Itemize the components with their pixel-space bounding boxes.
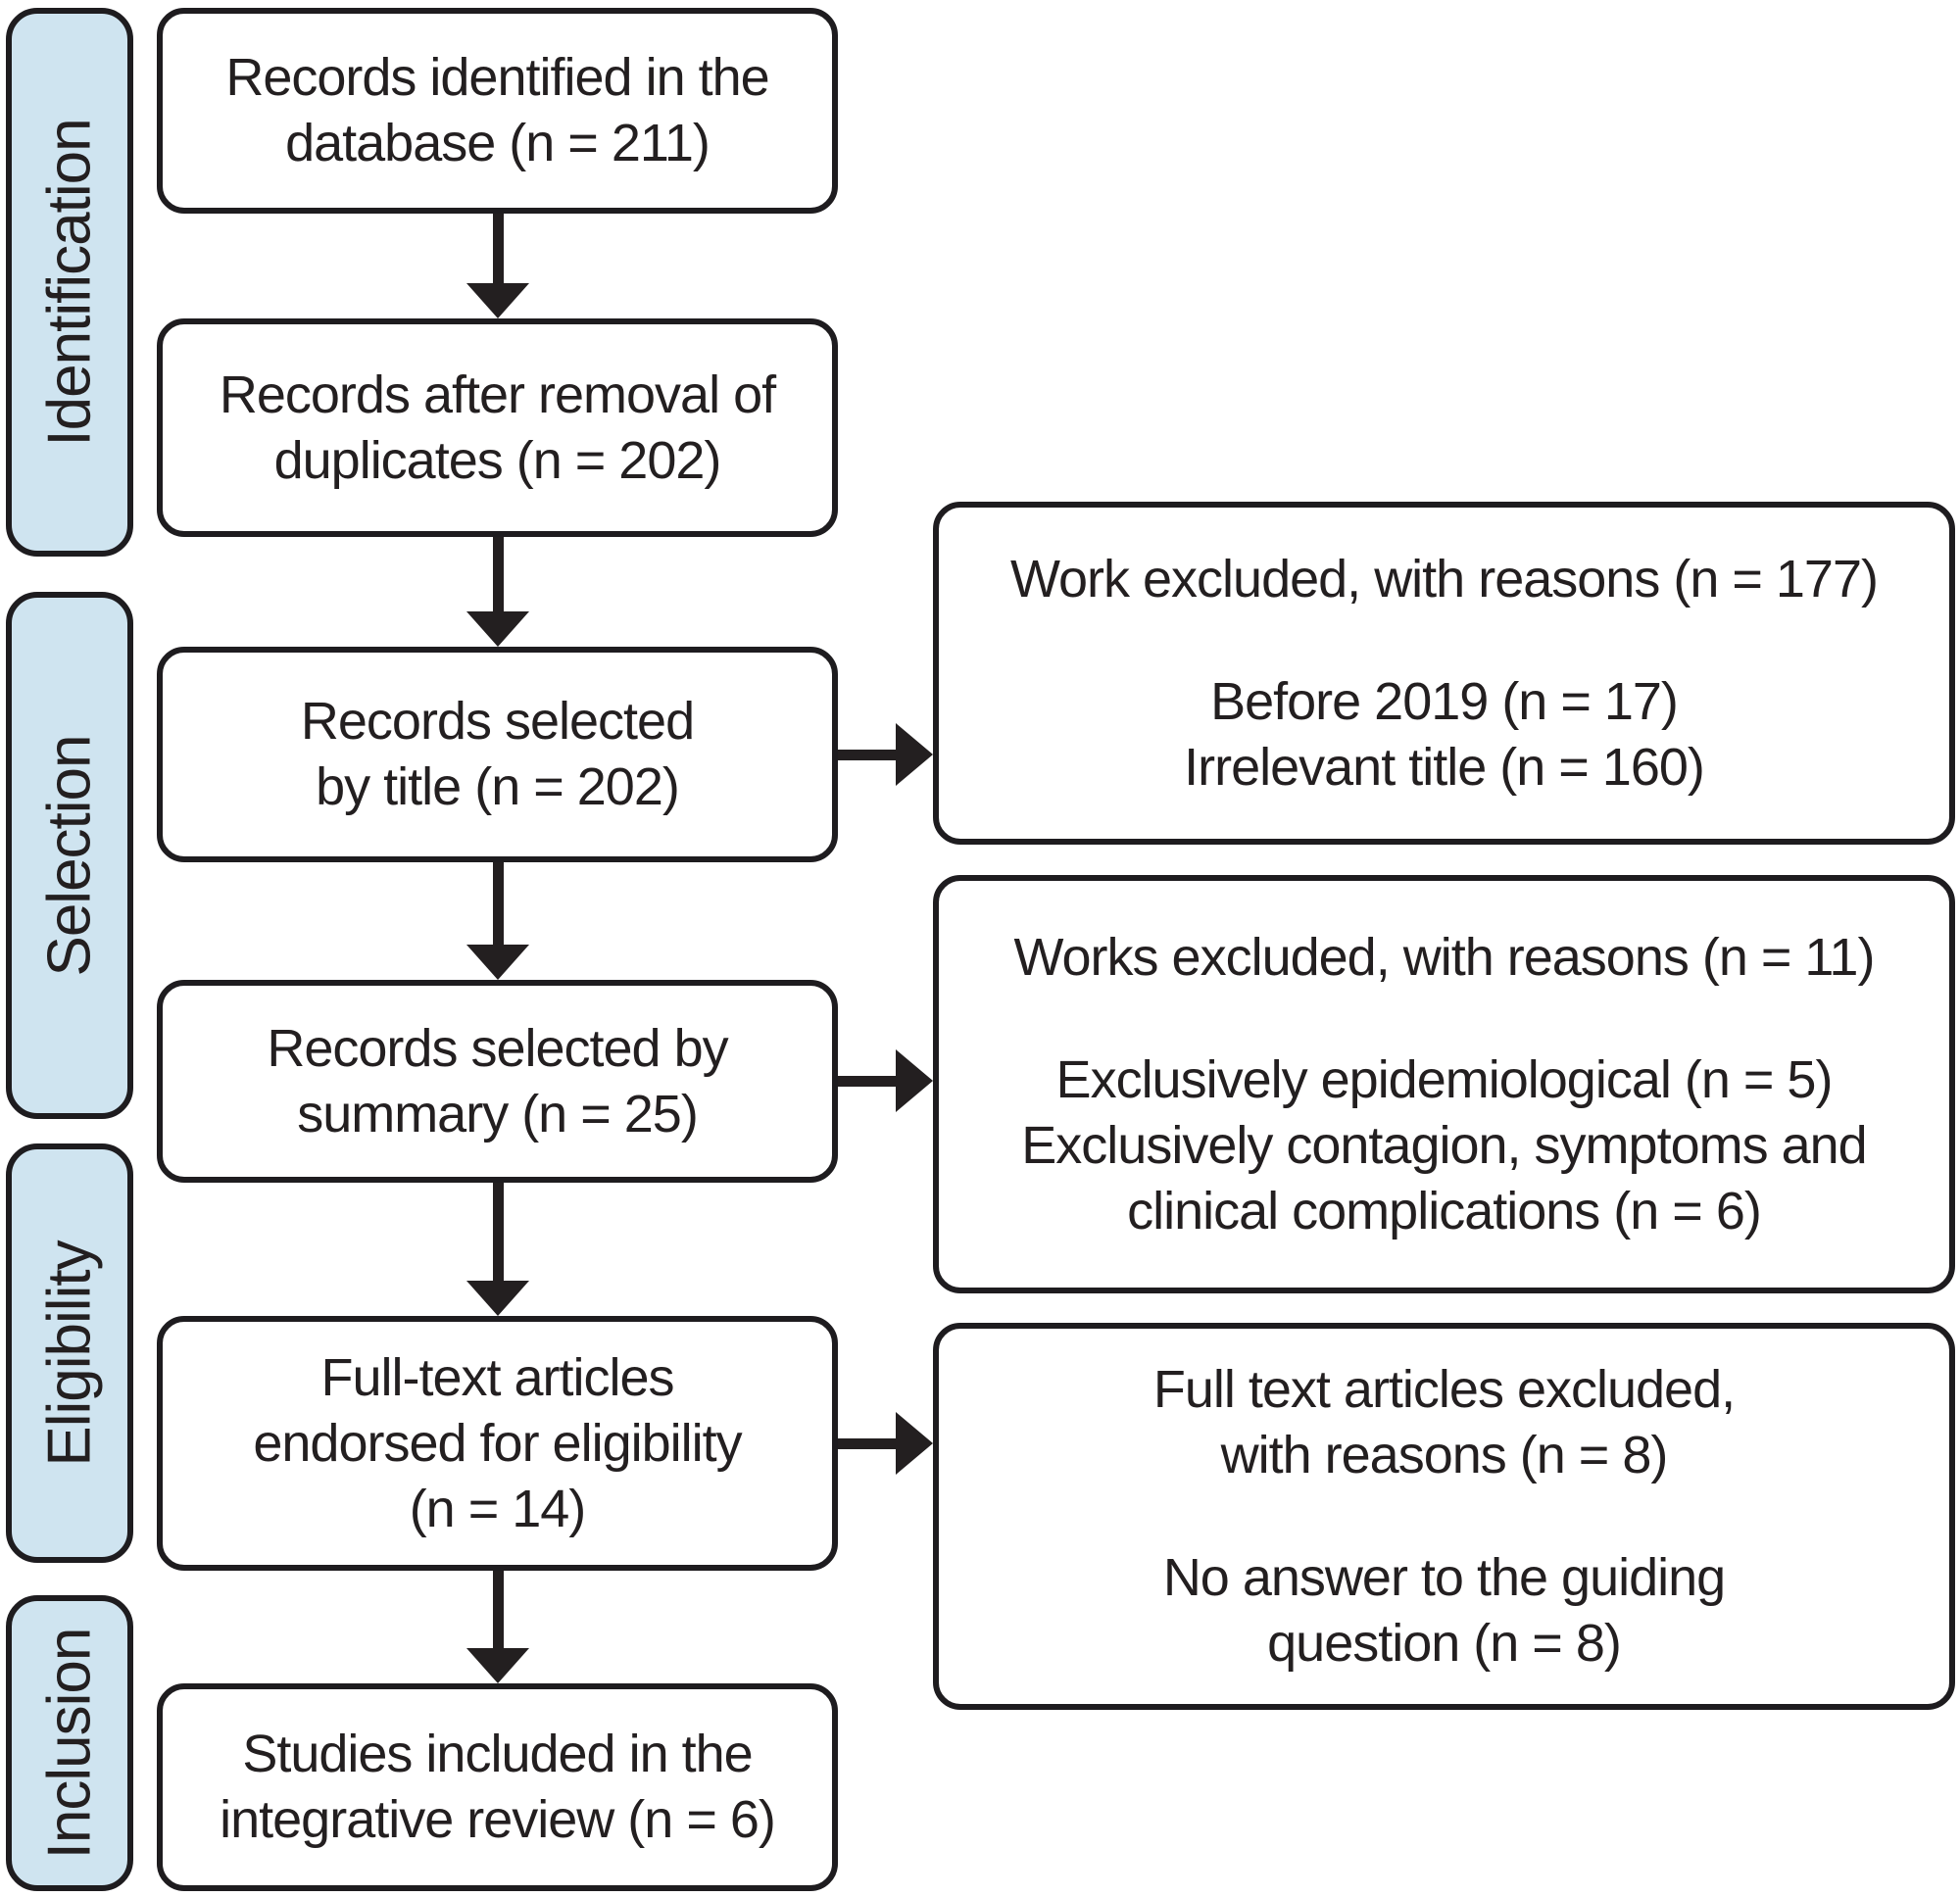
arrow-head xyxy=(466,283,529,318)
stage-selection-label: Selection xyxy=(35,734,104,977)
exclusion-box-title-screen: Work excluded, with reasons (n = 177) Be… xyxy=(933,502,1955,845)
arrow-stem xyxy=(492,537,504,611)
arrow-stem xyxy=(492,214,504,283)
stage-identification-label: Identification xyxy=(35,118,104,447)
stage-eligibility: Eligibility xyxy=(6,1143,133,1563)
flow-box-selected-by-summary: Records selected by summary (n = 25) xyxy=(157,980,838,1183)
exclusion-title: Works excluded, with reasons (n = 11) xyxy=(1013,927,1876,987)
flow-box-text-line: duplicates (n = 202) xyxy=(273,430,722,490)
exclusion-title: Work excluded, with reasons (n = 177) xyxy=(1010,549,1879,608)
arrow-stem xyxy=(838,1075,896,1087)
arrow-down-icon xyxy=(466,862,529,980)
exclusion-reason-line: clinical complications (n = 6) xyxy=(1127,1181,1762,1240)
arrow-head xyxy=(896,1049,933,1112)
flow-box-text-line: (n = 14) xyxy=(409,1479,587,1538)
flow-box-selected-by-title: Records selected by title (n = 202) xyxy=(157,647,838,862)
arrow-head xyxy=(466,945,529,980)
exclusion-reasons: Before 2019 (n = 17) Irrelevant title (n… xyxy=(1184,669,1705,801)
flow-box-text-line: Studies included in the xyxy=(242,1725,753,1783)
exclusion-reason-line: Irrelevant title (n = 160) xyxy=(1184,737,1705,797)
stage-selection: Selection xyxy=(6,592,133,1119)
arrow-stem xyxy=(492,862,504,945)
flow-box-text-line: Records selected xyxy=(300,692,695,751)
flow-box-after-duplicates: Records after removal of duplicates (n =… xyxy=(157,318,838,537)
stage-eligibility-label: Eligibility xyxy=(35,1240,104,1467)
exclusion-reason-line: Before 2019 (n = 17) xyxy=(1210,671,1679,731)
flow-box-records-identified: Records identified in the database (n = … xyxy=(157,8,838,214)
arrow-head xyxy=(896,723,933,786)
arrow-right-icon xyxy=(838,1049,933,1112)
arrow-down-icon xyxy=(466,537,529,647)
exclusion-box-fulltext-screen: Full text articles excluded, with reason… xyxy=(933,1323,1955,1710)
exclusion-reasons: No answer to the guiding question (n = 8… xyxy=(1162,1545,1726,1677)
flow-box-text-line: summary (n = 25) xyxy=(297,1084,699,1143)
stage-inclusion-label: Inclusion xyxy=(35,1628,104,1859)
flow-box-studies-included: Studies included in the integrative revi… xyxy=(157,1683,838,1891)
arrow-stem xyxy=(492,1571,504,1648)
arrow-down-icon xyxy=(466,214,529,318)
exclusion-reasons: Exclusively epidemiological (n = 5) Excl… xyxy=(1021,1047,1867,1244)
arrow-head xyxy=(896,1412,933,1475)
flow-box-fulltext-eligibility: Full-text articles endorsed for eligibil… xyxy=(157,1316,838,1571)
exclusion-reason-line: No answer to the guiding xyxy=(1162,1547,1726,1607)
stage-inclusion: Inclusion xyxy=(6,1595,133,1891)
arrow-head xyxy=(466,1281,529,1316)
arrow-down-icon xyxy=(466,1183,529,1316)
stage-identification: Identification xyxy=(6,8,133,557)
flow-box-text-line: Full-text articles xyxy=(320,1347,674,1407)
flow-box-text-line: Records selected by xyxy=(267,1018,728,1078)
exclusion-title: Full text articles excluded, with reason… xyxy=(1152,1357,1736,1488)
flow-box-text-line: Records after removal of xyxy=(219,365,776,424)
flow-box-text-line: endorsed for eligibility xyxy=(253,1413,742,1473)
exclusion-reason-line: Exclusively contagion, symptoms and xyxy=(1021,1115,1867,1175)
flow-box-text-line: integrative review (n = 6) xyxy=(220,1790,776,1849)
flow-box-text-line: database (n = 211) xyxy=(285,114,710,172)
arrow-head xyxy=(466,1648,529,1683)
arrow-head xyxy=(466,611,529,647)
exclusion-title-line: Full text articles excluded, xyxy=(1152,1359,1736,1419)
arrow-right-icon xyxy=(838,1412,933,1475)
arrow-stem xyxy=(838,749,896,760)
arrow-right-icon xyxy=(838,723,933,786)
arrow-stem xyxy=(492,1183,504,1281)
flow-box-text-line: Records identified in the xyxy=(225,48,769,107)
exclusion-box-summary-screen: Works excluded, with reasons (n = 11) Ex… xyxy=(933,875,1955,1293)
exclusion-reason-line: Exclusively epidemiological (n = 5) xyxy=(1055,1049,1834,1109)
arrow-stem xyxy=(838,1437,896,1449)
flow-box-text-line: by title (n = 202) xyxy=(316,757,680,816)
exclusion-title-line: with reasons (n = 8) xyxy=(1220,1425,1669,1484)
exclusion-reason-line: question (n = 8) xyxy=(1267,1613,1622,1673)
arrow-down-icon xyxy=(466,1571,529,1683)
